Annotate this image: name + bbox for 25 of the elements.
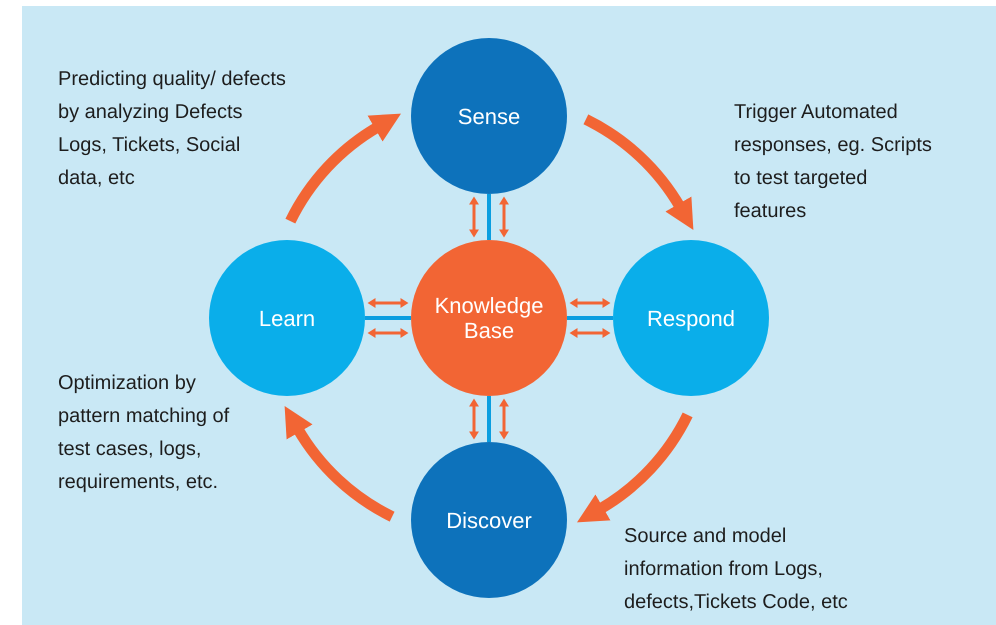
double-arrow <box>499 196 509 238</box>
node-label: Learn <box>258 306 316 330</box>
curved-arrow <box>578 412 692 524</box>
double-arrow <box>368 298 408 308</box>
node-label: Discover <box>446 508 532 532</box>
connector-line <box>567 316 613 320</box>
description-text: Predicting quality/ defects by analyzing Defects Logs, Tickets, Social data, etc <box>58 67 286 191</box>
node-label: Knowledge Base <box>434 293 544 343</box>
connector-line <box>487 194 491 240</box>
double-arrow <box>570 328 610 338</box>
connector-line <box>365 316 411 320</box>
double-arrow <box>368 328 408 338</box>
double-arrow <box>499 398 509 440</box>
node-label: Respond <box>646 306 736 330</box>
double-arrow <box>469 196 479 238</box>
connector-line <box>487 396 491 442</box>
description-text: Optimization by pattern matching of test cases, logs, requirements, etc. <box>58 371 230 495</box>
description-text: Source and model information from Logs, defects,Tickets Code, etc <box>624 524 849 615</box>
double-arrow <box>570 298 610 308</box>
curved-arrow <box>583 114 695 230</box>
description-text: Trigger Automated responses, eg. Scripts to test targeted features <box>734 100 933 224</box>
curved-arrow <box>286 112 400 224</box>
curved-arrow <box>283 406 395 522</box>
node-label: Sense <box>458 104 520 128</box>
double-arrow <box>469 398 479 440</box>
